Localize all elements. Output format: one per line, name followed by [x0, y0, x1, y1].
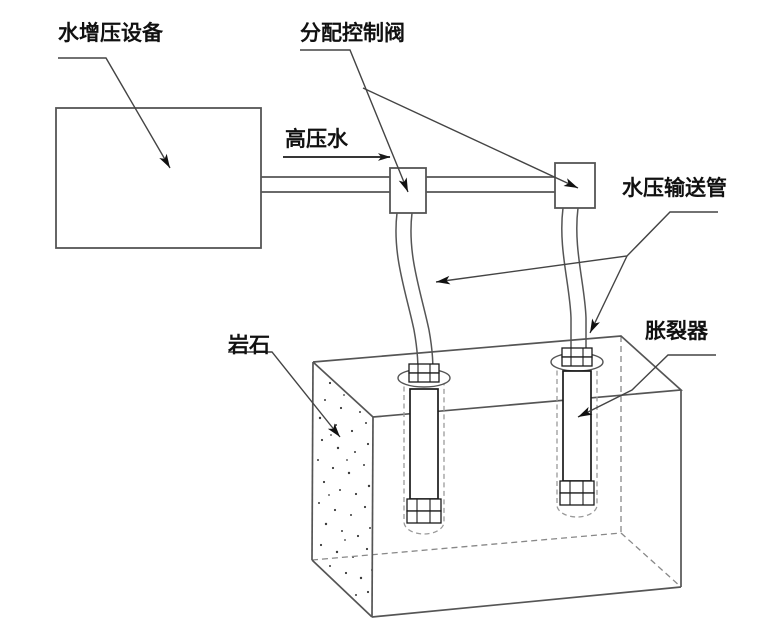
rock-back-bottom-edge — [311, 532, 622, 561]
valve-2-box — [554, 162, 596, 209]
pump-unit-box — [55, 107, 262, 249]
splitter-1-bottom-nut-b — [406, 510, 442, 524]
splitter-2-bottom-nut-b — [559, 492, 595, 506]
splitter-2-top-nut-b — [561, 356, 593, 367]
borehole-1-outline — [403, 378, 445, 535]
label-flow: 高压水 — [285, 127, 349, 151]
rock-left-bottom-diagonal — [311, 559, 373, 618]
supply-pipe — [261, 176, 556, 193]
label-rock: 岩石 — [227, 333, 270, 357]
rock-left-back-vertical — [311, 361, 314, 561]
rock-hidden-edges — [311, 336, 682, 588]
rock-block — [311, 335, 684, 618]
label-splitter: 胀裂器 — [645, 319, 709, 343]
splitter-2-bottom-nut-a — [559, 480, 595, 494]
rock-bottom-right-diagonal — [620, 532, 682, 588]
splitter-2-top-nut-a — [561, 347, 593, 358]
pump-unit — [55, 107, 262, 249]
label-pump: 水增压设备 — [58, 21, 164, 45]
distribution-control-valve-2 — [554, 162, 596, 209]
leader-line-valve-2 — [362, 87, 579, 189]
rock-left-front-vertical — [371, 416, 374, 618]
rock-front-bottom-edge — [371, 586, 682, 618]
splitter-1-bottom-nut-a — [406, 498, 442, 512]
splitter-2-body — [562, 370, 592, 482]
splitter-1-top-nut-b — [408, 372, 440, 383]
leader-line-valve-1 — [300, 49, 409, 193]
rock-splitter-1 — [397, 363, 451, 535]
leader-line-splitter — [577, 354, 716, 418]
rock-left-face — [312, 362, 373, 617]
leader-line-pipe-2 — [589, 255, 628, 334]
splitter-1-body — [409, 388, 439, 500]
leader-line-pipe-1 — [435, 211, 718, 285]
borehole-2-outline — [556, 362, 598, 518]
rock-visible-edges — [311, 335, 684, 618]
label-pipe: 水压输送管 — [622, 176, 727, 200]
leader-lines — [58, 49, 718, 438]
splitter-1-top-nut-a — [408, 363, 440, 374]
rock-splitter-2 — [550, 347, 604, 518]
label-valve: 分配控制阀 — [300, 21, 405, 45]
rock-front-face — [372, 390, 681, 617]
leader-line-pump — [58, 57, 171, 169]
leader-line-rock — [228, 351, 341, 438]
